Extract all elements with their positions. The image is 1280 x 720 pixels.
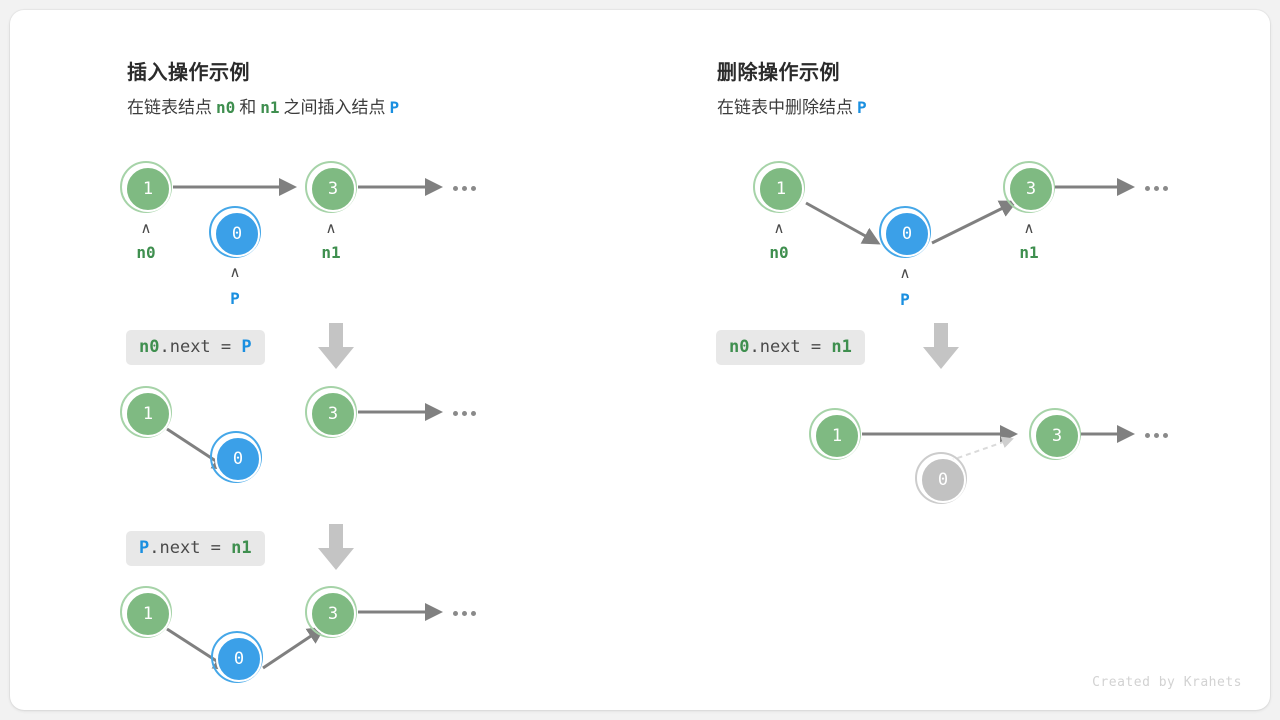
pointer-caret-p: ∧ (229, 263, 241, 281)
pointer-caret-n0: ∧ (140, 219, 152, 237)
pointer-label-p: P (900, 290, 910, 309)
node-n1-insert-0: 3 (305, 161, 357, 213)
code-token-2: P (241, 337, 252, 357)
code-chip-insert-2: P.next = n1 (126, 531, 265, 567)
credit-text: Created by Krahets (1092, 675, 1242, 690)
code-token-0: n0 (139, 337, 160, 357)
node-disc: 0 (216, 636, 262, 682)
subtitle-token-n0: n0 (216, 98, 236, 117)
node-disc: 1 (125, 391, 171, 437)
node-p-insert-0: 0 (209, 206, 261, 258)
step-arrow-delete-1 (923, 323, 959, 369)
pointer-label-n1: n1 (321, 243, 341, 262)
code-chip-delete-1: n0.next = n1 (716, 330, 865, 366)
subtitle-text-1: 和 (239, 98, 257, 117)
pointer-label-n0: n0 (136, 243, 156, 262)
pointer-caret-p: ∧ (899, 264, 911, 282)
subtitle-text-0: 在链表中删除结点 (717, 98, 853, 117)
list-tail-ellipsis-insert-0 (453, 186, 476, 191)
list-tail-ellipsis-delete-0 (1145, 186, 1168, 191)
panel-insert-title: 插入操作示例 (127, 62, 250, 84)
node-disc: 1 (758, 166, 804, 212)
node-n1-delete-1: 3 (1029, 408, 1081, 460)
subtitle-token-n1: n1 (260, 98, 280, 117)
pointer-label-n1: n1 (1019, 243, 1039, 262)
code-token-1: .next = (159, 337, 242, 357)
edge-p-n1 (262, 626, 326, 670)
node-n0-insert-1: 1 (120, 386, 172, 438)
node-p-insert-2: 0 (211, 631, 263, 683)
node-disc: 3 (1034, 413, 1080, 459)
pointer-label-n0: n0 (769, 243, 789, 262)
node-n1-insert-1: 3 (305, 386, 357, 438)
subtitle-token-p: P (857, 98, 867, 117)
subtitle-text-2: 之间插入结点 (283, 98, 386, 117)
node-disc: 0 (920, 457, 966, 503)
code-token-1: .next = (749, 337, 832, 357)
node-disc: 1 (814, 413, 860, 459)
node-disc: 3 (310, 591, 356, 637)
pointer-label-p: P (230, 289, 240, 308)
code-token-2: n1 (231, 538, 252, 558)
node-n0-insert-2: 1 (120, 586, 172, 638)
node-n0-delete-0: 1 (753, 161, 805, 213)
list-tail-ellipsis-delete-1 (1145, 433, 1168, 438)
panel-delete-title: 删除操作示例 (717, 62, 840, 84)
node-disc: 0 (215, 436, 261, 482)
subtitle-text-0: 在链表结点 (127, 98, 212, 117)
node-p-removed-delete-1: 0 (915, 452, 967, 504)
node-disc: 1 (125, 166, 171, 212)
node-disc: 3 (1008, 166, 1054, 212)
node-p-insert-1: 0 (210, 431, 262, 483)
node-disc: 3 (310, 391, 356, 437)
code-token-1: .next = (149, 538, 232, 558)
node-disc: 1 (125, 591, 171, 637)
edge-n0-p (805, 201, 881, 245)
pointer-caret-n1: ∧ (325, 219, 337, 237)
node-disc: 0 (214, 211, 260, 257)
node-p-delete-0: 0 (879, 206, 931, 258)
list-tail-ellipsis-insert-1 (453, 411, 476, 416)
node-disc: 3 (310, 166, 356, 212)
node-n1-delete-0: 3 (1003, 161, 1055, 213)
pointer-caret-n1: ∧ (1023, 219, 1035, 237)
node-n0-insert-0: 1 (120, 161, 172, 213)
code-token-2: n1 (831, 337, 852, 357)
code-chip-insert-1: n0.next = P (126, 330, 265, 366)
node-disc: 0 (884, 211, 930, 257)
node-n0-delete-1: 1 (809, 408, 861, 460)
step-arrow-insert-1 (318, 323, 354, 369)
code-token-0: n0 (729, 337, 750, 357)
code-token-0: P (139, 538, 150, 558)
edge-p-n1 (931, 200, 1018, 245)
step-arrow-insert-2 (318, 524, 354, 570)
list-tail-ellipsis-insert-2 (453, 611, 476, 616)
node-n1-insert-2: 3 (305, 586, 357, 638)
subtitle-token-p: P (389, 98, 400, 117)
pointer-caret-n0: ∧ (773, 219, 785, 237)
